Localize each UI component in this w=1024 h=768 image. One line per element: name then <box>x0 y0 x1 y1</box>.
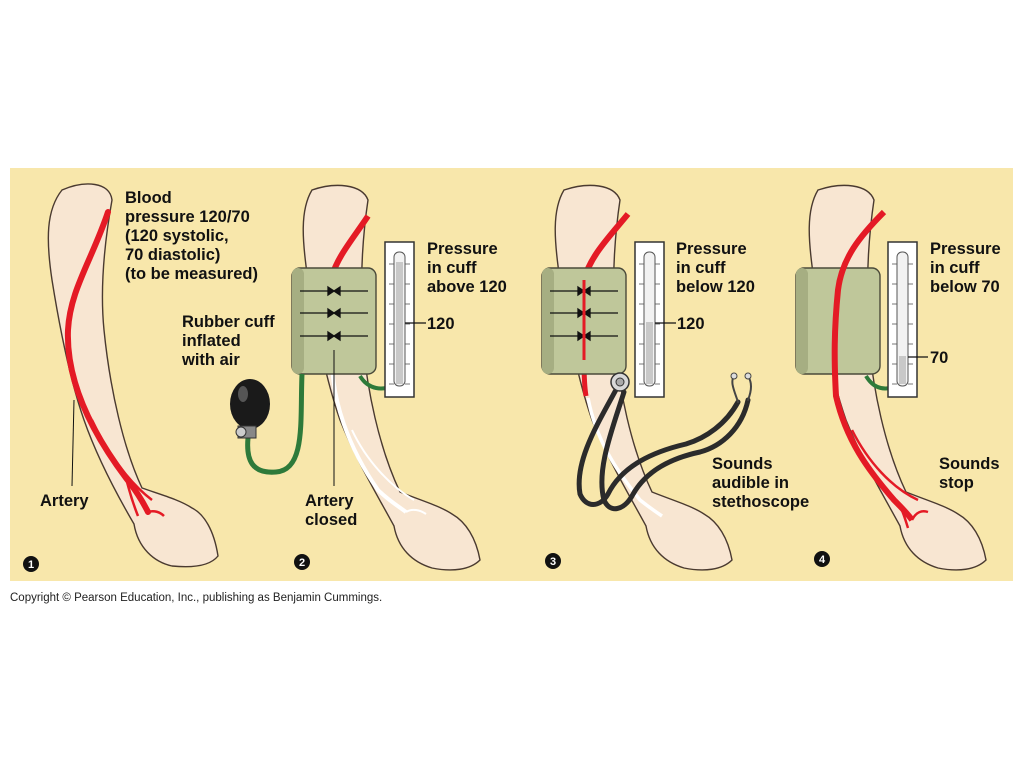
panel-4-pressure-label: Pressure in cuff below 70 <box>930 240 1005 296</box>
tube-2 <box>245 373 305 475</box>
cuff-3-shade <box>542 268 554 374</box>
gauge-3-mercury <box>646 322 653 384</box>
step-badge-2 <box>294 554 310 570</box>
step-number-3: 3 <box>550 556 556 568</box>
gauge-4-mercury <box>899 356 906 384</box>
step-number-1: 1 <box>28 559 34 571</box>
panel-2-artery-label: Artery closed <box>305 492 358 529</box>
artery-branch-1 <box>90 419 165 517</box>
panel-3-pressure-label: Pressure in cuff below 120 <box>676 240 755 296</box>
bulb-highlight <box>238 386 248 402</box>
panel-1-artery-label: Artery <box>40 492 89 510</box>
gauge-2-reading-label: 120 <box>427 315 455 333</box>
copyright-notice: Copyright © Pearson Education, Inc., pub… <box>10 592 382 604</box>
cuff-3-pressure-arrows <box>550 285 618 342</box>
artery-2-branch <box>351 429 427 515</box>
bulb-icon <box>230 379 270 429</box>
step-number-4: 4 <box>819 554 826 566</box>
panel-3: 120 Pressure in cuff below 120 Sounds au… <box>541 184 809 571</box>
step-badge-1 <box>23 556 39 572</box>
panel-3-sounds-label: Sounds audible in stethoscope <box>712 455 809 511</box>
panel-2-cuff-label: Rubber cuff inflated with air <box>181 313 279 369</box>
artery-4-branch <box>850 429 929 529</box>
step-number-2: 2 <box>299 557 305 569</box>
gauge-3-reading-label: 120 <box>677 315 705 333</box>
panel-4: 70 Pressure in cuff below 70 Sounds stop… <box>795 184 1005 571</box>
gauge-3: 120 <box>634 241 705 398</box>
bulb-valve-knob <box>235 426 247 438</box>
gauge-tube-2 <box>358 374 387 391</box>
stethoscope-chestpiece-inner <box>615 377 625 387</box>
step-badge-4 <box>814 551 830 567</box>
cuff-4-shade <box>796 268 808 374</box>
gauge-2-mercury <box>396 262 403 384</box>
panel-2-pressure-label: Pressure in cuff above 120 <box>427 240 507 296</box>
panel-4-sounds-label: Sounds stop <box>939 455 1004 492</box>
artery-4 <box>831 209 915 522</box>
panel-1: Blood pressure 120/70 (120 systolic, 70 … <box>23 183 258 572</box>
cuff-2-shade <box>292 268 304 374</box>
stethoscope-icon <box>576 372 752 512</box>
panel-1-title: Blood pressure 120/70 (120 systolic, 70 … <box>125 189 258 283</box>
panel-2: 120 Rubber cuff inflated with air Pressu… <box>181 184 507 571</box>
artery-pointer-1 <box>71 399 75 487</box>
gauge-4-reading-label: 70 <box>930 349 948 367</box>
gauge-2: 120 <box>384 241 455 398</box>
artery-1 <box>64 209 151 515</box>
gauge-4: 70 <box>887 241 948 398</box>
cuff-2-pressure-arrows <box>300 285 368 342</box>
step-badge-3 <box>545 553 561 569</box>
